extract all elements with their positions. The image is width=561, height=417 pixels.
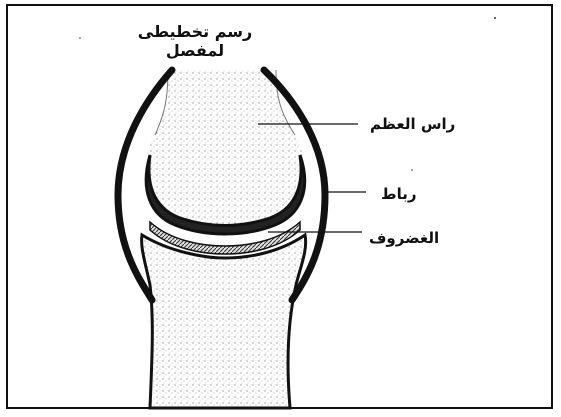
label-bone-head: راس العظم (370, 115, 455, 133)
upper-bone (145, 70, 304, 228)
label-cartilage: الغضروف (369, 229, 439, 247)
speck (411, 169, 413, 171)
speck (79, 37, 81, 39)
diagram-title: رسم تخطيطى لمفصل (110, 22, 280, 60)
speck (494, 17, 496, 19)
lower-bone (142, 235, 306, 408)
label-ligament: رباط (381, 185, 416, 203)
